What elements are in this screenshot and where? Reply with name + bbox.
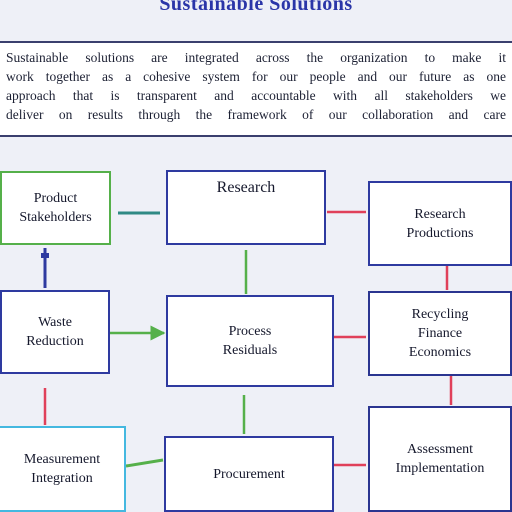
node-management: Measurement Integration [0, 426, 126, 512]
node-research: Research [166, 170, 326, 245]
node-label: Integration [31, 469, 92, 488]
node-planning: Product Stakeholders [0, 171, 111, 245]
node-label: Residuals [223, 341, 277, 360]
node-label: Assessment [407, 440, 473, 459]
node-label: Economics [409, 343, 471, 362]
node-process: Process Residuals [166, 295, 334, 387]
node-label: Implementation [396, 459, 485, 478]
node-label: Finance [418, 324, 462, 343]
node-label: Stakeholders [19, 208, 91, 227]
node-production: Recycling Finance Economics [368, 291, 512, 376]
node-label: Reduction [26, 332, 84, 351]
connector-management-procurement [126, 460, 163, 466]
node-label: Productions [407, 224, 474, 243]
node-assessment: Assessment Implementation [368, 406, 512, 512]
node-label: Waste [38, 313, 72, 332]
node-label: Research [217, 178, 276, 197]
connector-endcap [41, 253, 49, 258]
node-label: Product [34, 189, 78, 208]
node-label: Procurement [213, 465, 285, 484]
node-label: Recycling [412, 305, 469, 324]
node-label: Measurement [24, 450, 100, 469]
node-procurement: Procurement [164, 436, 334, 512]
node-waste: Waste Reduction [0, 290, 110, 374]
node-label: Process [229, 322, 272, 341]
node-label: Research [414, 205, 465, 224]
node-resource: Research Productions [368, 181, 512, 266]
